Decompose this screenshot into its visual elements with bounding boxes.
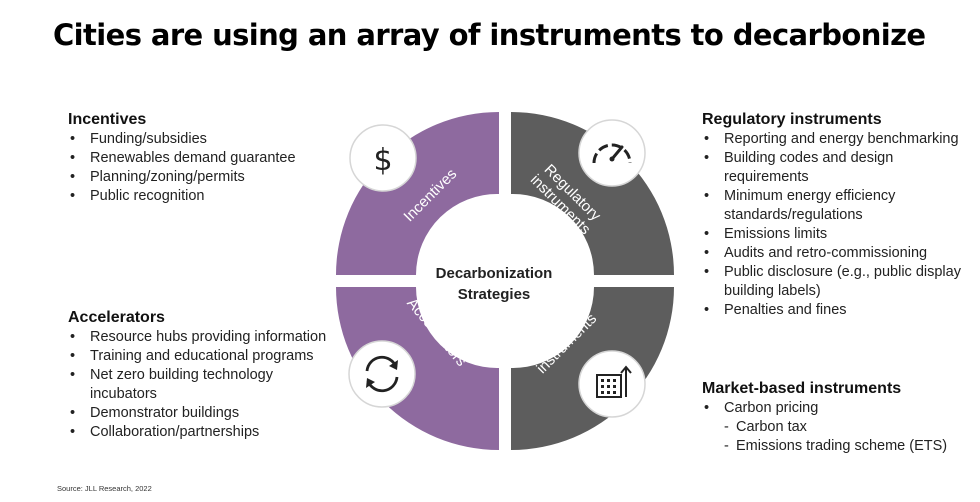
list-item: Net zero building technology incubators bbox=[68, 366, 330, 404]
regulatory-segment bbox=[511, 112, 674, 275]
accelerators-segment bbox=[336, 287, 499, 450]
page-title: Cities are using an array of instruments… bbox=[53, 18, 926, 52]
regulatory-list: Reporting and energy benchmarking Buildi… bbox=[702, 130, 974, 320]
incentives-panel: Incentives Funding/subsidies Renewables … bbox=[68, 110, 328, 206]
list-item: Public recognition bbox=[68, 187, 328, 206]
incentives-heading: Incentives bbox=[68, 111, 147, 128]
list-item-part: Resource hubs providing information and … bbox=[90, 329, 330, 345]
accelerators-panel: Accelerators Resource hubs providing inf… bbox=[68, 308, 330, 442]
svg-text:$: $ bbox=[373, 143, 392, 178]
list-item: Demonstrator buildings bbox=[68, 404, 330, 423]
list-item: Collaboration/partnerships bbox=[68, 423, 330, 442]
list-item: Minimum energy efficiency standards/regu… bbox=[702, 187, 974, 225]
building-chart-icon bbox=[578, 350, 646, 418]
list-item: Funding/subsidies bbox=[68, 130, 328, 149]
regulatory-heading: Regulatory instruments bbox=[702, 111, 882, 128]
list-item: Audits and retro-commissioning bbox=[702, 244, 974, 263]
incentives-segment bbox=[336, 112, 499, 275]
list-item: Emissions limits bbox=[702, 225, 974, 244]
accelerators-heading: Accelerators bbox=[68, 309, 165, 326]
market-panel: Market-based instruments Carbon pricing … bbox=[702, 379, 974, 456]
center-title-line1: Decarbonization bbox=[436, 265, 553, 282]
gauge-icon bbox=[578, 119, 646, 187]
center-title-line2: Strategies bbox=[458, 286, 531, 303]
accelerators-list: Resource hubs providing information and … bbox=[68, 328, 330, 442]
market-list: Carbon pricing Carbon tax Emissions trad… bbox=[702, 399, 974, 456]
list-item: Building codes and design requirements bbox=[702, 149, 974, 187]
list-item: Public disclosure (e.g., public display … bbox=[702, 263, 974, 301]
source-note: Source: JLL Research, 2022 bbox=[57, 484, 152, 493]
list-item: Carbon pricing bbox=[702, 399, 974, 418]
sub-list-item: Carbon tax bbox=[702, 418, 974, 437]
list-item: Resource hubs providing information and … bbox=[68, 328, 330, 347]
list-item: Renewables demand guarantee bbox=[68, 149, 328, 168]
market-heading: Market-based instruments bbox=[702, 380, 902, 397]
regulatory-panel: Regulatory instruments Reporting and ene… bbox=[702, 110, 974, 320]
sub-list-item: Emissions trading scheme (ETS) bbox=[702, 437, 974, 456]
list-item: Training and educational programs bbox=[68, 347, 330, 366]
list-item: Planning/zoning/permits bbox=[68, 168, 328, 187]
dollar-icon: $ bbox=[349, 124, 417, 192]
incentives-list: Funding/subsidies Renewables demand guar… bbox=[68, 130, 328, 206]
cycle-arrows-icon bbox=[348, 340, 416, 408]
list-item: Penalties and fines bbox=[702, 301, 974, 320]
list-item: Reporting and energy benchmarking bbox=[702, 130, 974, 149]
